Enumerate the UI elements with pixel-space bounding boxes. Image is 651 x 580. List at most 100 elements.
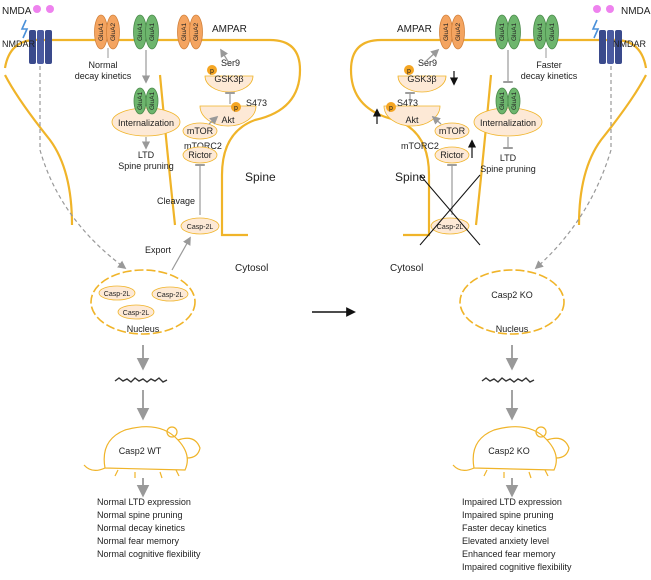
right-internalized-glua1: GluA1 GluA1	[495, 87, 521, 115]
left-casp2l-nuc3	[117, 304, 155, 320]
left-spine-pruning-label: Spine pruning	[118, 161, 174, 171]
left-lightning-icon	[20, 19, 29, 39]
left-casp2l-nuc2	[151, 286, 189, 302]
right-glua1-receptor-2: GluA1 GluA1	[533, 14, 559, 50]
left-gsk3b-shape	[204, 75, 254, 93]
right-gsk-to-ampar-arrow	[423, 48, 440, 64]
right-ltd-label: LTD	[500, 153, 517, 163]
svg-text:GluA1: GluA1	[137, 92, 144, 110]
right-gsk3b-shape	[397, 75, 447, 93]
right-casp2-ko-nucleus-label: Casp2 KO	[491, 290, 533, 300]
left-glua1-receptor: GluA1 GluA1	[133, 14, 159, 50]
svg-text:GluA1: GluA1	[511, 92, 518, 110]
right-ampar-label: AMPAR	[397, 24, 432, 35]
right-cytosol-label: Cytosol	[390, 263, 423, 274]
left-mouse-label: Casp2 WT	[119, 446, 162, 456]
left-gsk-p-icon	[207, 65, 217, 75]
right-panel: NMDA NMDAR GluA1 GluA2 AMPAR GluA1 GluA1	[349, 5, 651, 572]
left-mtor-shape	[182, 122, 218, 140]
left-s473-label: S473	[246, 98, 267, 108]
left-internalization-vesicle	[111, 107, 181, 137]
right-akt-label: Akt	[405, 115, 419, 125]
svg-text:GluA2: GluA2	[455, 23, 462, 41]
right-mtorc2-to-akt-arrow	[431, 115, 442, 125]
left-mouse-icon	[83, 426, 201, 479]
right-phenotype-item: Impaired cognitive flexibility	[462, 562, 572, 572]
svg-text:GluA1: GluA1	[499, 23, 506, 41]
left-nmda-molecule-1	[33, 5, 41, 13]
left-gsk-p-label: p	[210, 68, 214, 75]
right-mtorc2-label: mTORC2	[401, 141, 439, 151]
left-phenotype-item: Normal decay kinetics	[97, 523, 186, 533]
left-ampar-label: AMPAR	[212, 24, 247, 35]
left-rictor-label: Rictor	[188, 150, 212, 160]
right-gsk3b-label: GSK3β	[407, 74, 436, 84]
left-mtorc2-label: mTORC2	[184, 141, 222, 151]
right-mtor-label: mTOR	[439, 126, 466, 136]
right-nmda-molecule-1	[593, 5, 601, 13]
right-lightning-icon	[591, 19, 600, 39]
left-phenotype-item: Normal fear memory	[97, 536, 180, 546]
right-membrane-right	[577, 74, 647, 226]
left-decay-line1: Normal	[88, 60, 117, 70]
right-phenotype-item: Impaired spine pruning	[462, 510, 554, 520]
right-rictor-shape	[434, 146, 470, 164]
left-mtorc2-to-akt-arrow	[208, 115, 219, 125]
right-phenotype-item: Enhanced fear memory	[462, 549, 556, 559]
right-gsk-p-icon	[404, 65, 414, 75]
svg-text:p: p	[407, 68, 411, 75]
left-glua2-receptor: GluA1 GluA2	[94, 14, 120, 50]
right-nmdar-signal-path	[534, 66, 612, 270]
right-s473-label: S473	[397, 98, 418, 108]
right-akt-shape	[383, 105, 441, 127]
right-internalization-vesicle	[473, 107, 543, 137]
right-spine-label: Spine	[395, 170, 426, 184]
right-nmda-label: NMDA	[621, 6, 651, 17]
svg-text:GluA1: GluA1	[443, 23, 450, 41]
right-rictor-label: Rictor	[440, 150, 464, 160]
right-nmdar-label: NMDAR	[613, 39, 646, 49]
left-phenotype-item: Normal LTD expression	[97, 497, 191, 507]
svg-text:GluA1: GluA1	[499, 92, 506, 110]
right-casp2l-cytosol	[430, 217, 470, 235]
left-internalization-label: Internalization	[118, 118, 174, 128]
svg-text:GluA1: GluA1	[149, 92, 156, 110]
right-akt-p-icon	[386, 102, 396, 112]
left-mtor-label: mTOR	[187, 126, 214, 136]
left-phenotype-list: Normal LTD expression Normal spine pruni…	[97, 497, 201, 559]
left-ser9-label: Ser9	[221, 58, 240, 68]
right-decay-line1: Faster	[536, 60, 562, 70]
right-membrane-inner	[474, 74, 493, 226]
left-glua2-sub1: GluA1	[98, 23, 105, 41]
right-ampar-receptor: GluA1 GluA2	[439, 14, 465, 50]
left-nucleus-label: Nucleus	[127, 324, 160, 334]
left-nmdar-channel	[29, 30, 52, 64]
right-internalization-label: Internalization	[480, 118, 536, 128]
right-mtor-shape	[434, 122, 470, 140]
left-casp2l-nuc1-label: Casp-2L	[104, 291, 131, 298]
right-phenotype-item: Faster decay kinetics	[462, 523, 547, 533]
left-casp2l-nuc2-label: Casp-2L	[157, 292, 184, 299]
left-casp2l-nuc3-label: Casp-2L	[123, 310, 150, 317]
left-dna-icon	[114, 377, 168, 383]
left-ampar-receptor: GluA1 GluA2	[177, 14, 203, 50]
left-internalized-glua1: GluA1 GluA1	[133, 87, 159, 115]
left-casp2l-cytosol	[180, 217, 220, 235]
right-phenotype-item: Elevated anxiety level	[462, 536, 549, 546]
right-mouse-icon	[452, 426, 570, 479]
left-panel: NMDA NMDAR GluA1 GluA2 GluA1 GluA1	[2, 5, 302, 559]
right-casp2l-cytosol-label: Casp-2L	[437, 224, 464, 231]
right-cross-line-2	[419, 174, 481, 246]
right-mouse-label: Casp2 KO	[488, 446, 530, 456]
left-membrane-inner	[158, 74, 177, 226]
left-casp2l-nuc1	[98, 285, 136, 301]
left-membrane-left	[4, 74, 74, 226]
right-ser9-label: Ser9	[418, 58, 437, 68]
left-cytosol-label: Cytosol	[235, 263, 268, 274]
right-spine-pruning-label: Spine pruning	[480, 164, 536, 174]
left-glua2-sub2: GluA2	[110, 23, 117, 41]
right-nmdar-channel	[599, 30, 622, 64]
left-glua1-sub2: GluA1	[149, 23, 156, 41]
right-phenotype-item: Impaired LTD expression	[462, 497, 562, 507]
